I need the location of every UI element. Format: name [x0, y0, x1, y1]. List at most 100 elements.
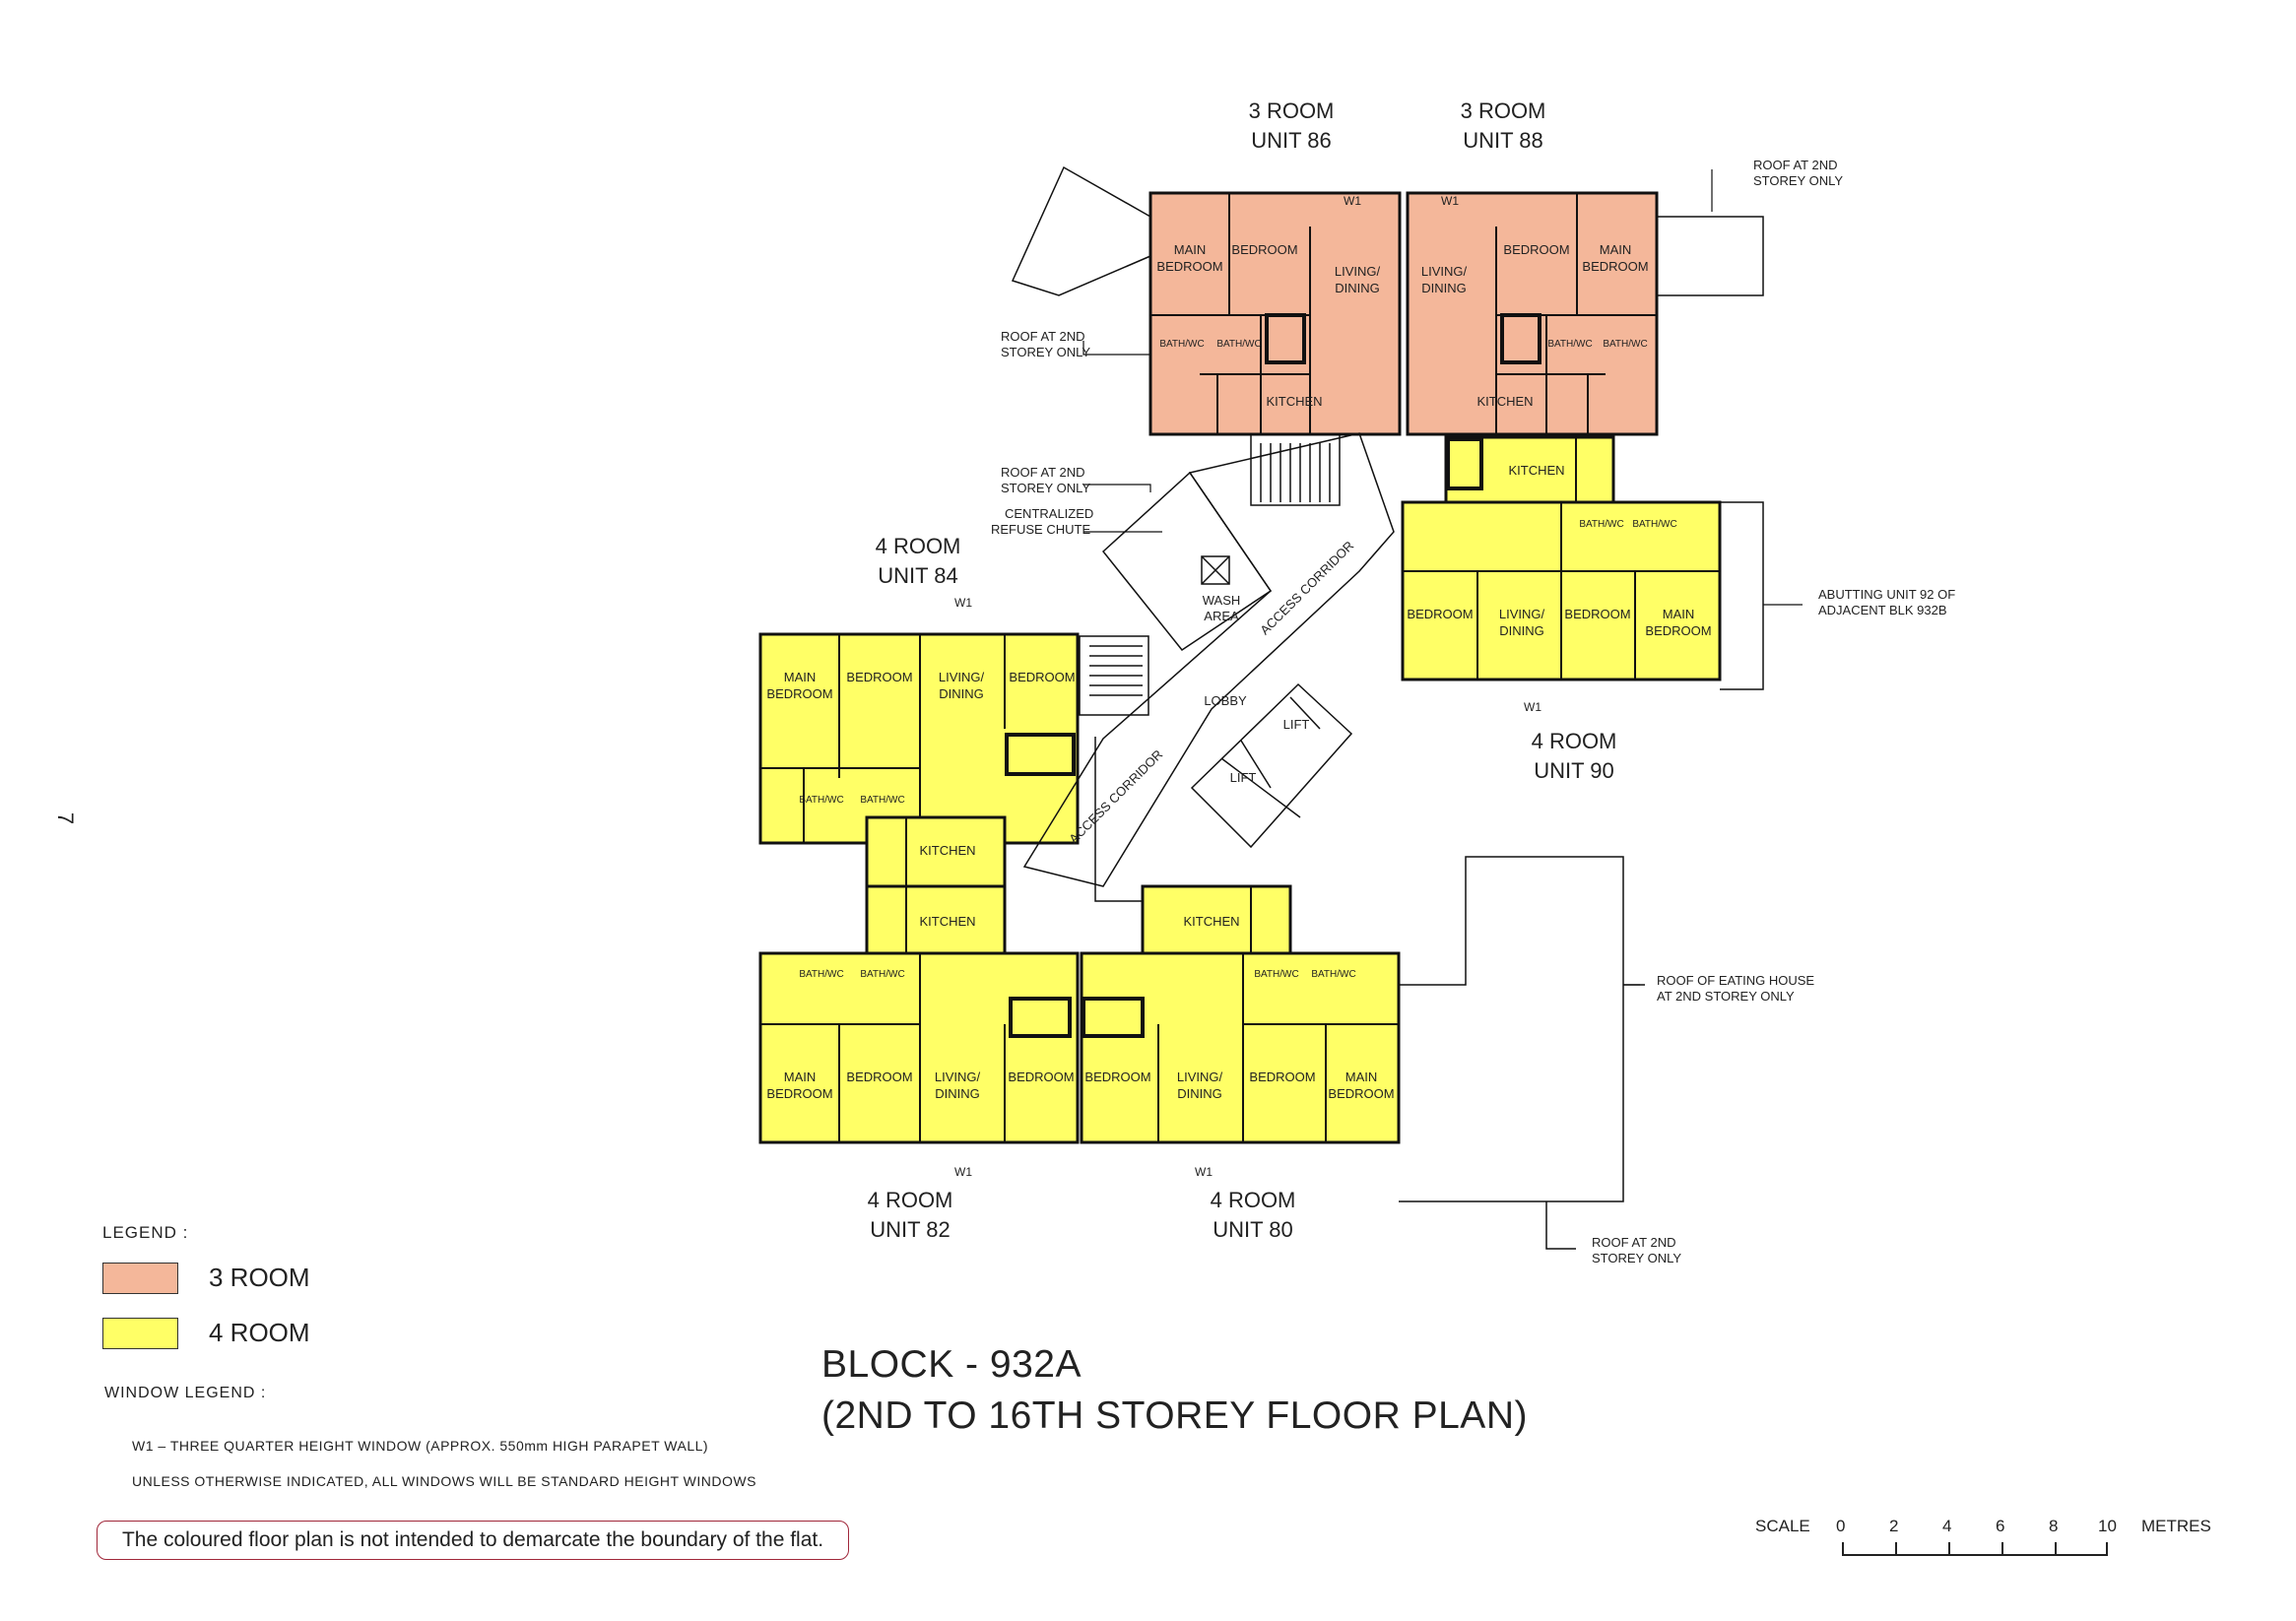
eating-house-roof-outline	[1399, 856, 1645, 1250]
room-bedroom: BEDROOM	[1084, 1070, 1150, 1084]
room-living: LIVING/	[1177, 1070, 1223, 1084]
room-main-bedroom: MAIN	[1663, 607, 1695, 621]
room-kitchen: KITCHEN	[1508, 463, 1564, 478]
scale-tick-label: 0	[1836, 1517, 1846, 1535]
disclaimer-note: The coloured floor plan is not intended …	[97, 1521, 849, 1560]
scale-tick-label: 10	[2098, 1517, 2117, 1535]
unit-88-number: UNIT 88	[1463, 128, 1543, 153]
unit-86-type: 3 ROOM	[1249, 98, 1335, 123]
wash-area-label: AREA	[1204, 609, 1239, 623]
scale-line	[1842, 1554, 2108, 1556]
w1-label: W1	[1344, 194, 1361, 208]
leader-lines	[1082, 169, 1803, 986]
room-kitchen: KITCHEN	[1266, 394, 1322, 409]
room-bath: BATH/WC	[860, 795, 904, 806]
scale-tick	[2106, 1542, 2108, 1556]
lobby-label: LOBBY	[1204, 693, 1247, 708]
room-bedroom: BEDROOM	[1564, 607, 1630, 621]
roof-note-top-right: STOREY ONLY	[1753, 173, 1843, 188]
abutting-note: ABUTTING UNIT 92 OF	[1818, 587, 1955, 602]
roof-note-top-left: ROOF AT 2ND	[1001, 329, 1084, 344]
top-right-roof-outline	[1657, 216, 1764, 296]
unit-84-number: UNIT 84	[878, 563, 958, 588]
room-living: DINING	[1335, 281, 1380, 295]
room-main-bedroom: BEDROOM	[766, 686, 832, 701]
room-kitchen: KITCHEN	[1183, 914, 1239, 929]
w1-label: W1	[1195, 1165, 1213, 1179]
w1-label: W1	[1524, 700, 1542, 714]
room-bedroom: BEDROOM	[1008, 1070, 1074, 1084]
legend-label-3-room: 3 ROOM	[209, 1263, 310, 1292]
room-kitchen: KITCHEN	[1476, 394, 1533, 409]
abutting-note: ADJACENT BLK 932B	[1818, 603, 1947, 617]
unit-82-number: UNIT 82	[870, 1217, 951, 1242]
unit-90-number: UNIT 90	[1534, 758, 1614, 783]
page-number: 7	[53, 811, 79, 825]
room-kitchen: KITCHEN	[919, 843, 975, 858]
roof-note-mid: STOREY ONLY	[1001, 481, 1090, 495]
unit-90-type: 4 ROOM	[1532, 729, 1617, 753]
room-living: DINING	[1421, 281, 1467, 295]
scale-tick-label: 4	[1942, 1517, 1952, 1535]
room-bath: BATH/WC	[1254, 969, 1298, 980]
unit-80-number: UNIT 80	[1213, 1217, 1293, 1242]
unit-84-type: 4 ROOM	[876, 534, 961, 558]
scale-tick-label: 8	[2049, 1517, 2059, 1535]
scale-tick	[1895, 1542, 1897, 1556]
roof-note-mid: ROOF AT 2ND	[1001, 465, 1084, 480]
scale-tick	[1948, 1542, 1950, 1556]
block-title: BLOCK - 932A	[821, 1343, 1082, 1386]
bottom-walls	[760, 886, 1399, 1142]
room-living: LIVING/	[935, 1070, 981, 1084]
lift-label: LIFT	[1230, 770, 1257, 785]
access-corridor-label: ACCESS CORRIDOR	[1066, 746, 1165, 846]
room-bath: BATH/WC	[1216, 339, 1261, 350]
room-bedroom: BEDROOM	[1231, 242, 1297, 257]
room-main-bedroom: BEDROOM	[1582, 259, 1648, 274]
room-bedroom: BEDROOM	[1407, 607, 1473, 621]
room-bedroom: BEDROOM	[1503, 242, 1569, 257]
room-main-bedroom: BEDROOM	[1328, 1086, 1394, 1101]
room-main-bedroom: BEDROOM	[1645, 623, 1711, 638]
room-main-bedroom: MAIN	[784, 1070, 817, 1084]
scale-tick	[2001, 1542, 2003, 1556]
room-bedroom: BEDROOM	[846, 670, 912, 684]
w1-label: W1	[954, 596, 972, 610]
access-corridor	[1022, 432, 1395, 887]
unit-90-walls	[1403, 437, 1720, 680]
block-subtitle: (2ND TO 16TH STOREY FLOOR PLAN)	[821, 1394, 1528, 1437]
room-kitchen: KITCHEN	[919, 914, 975, 929]
unit-80-area	[1080, 884, 1401, 1144]
room-main-bedroom: MAIN	[1600, 242, 1632, 257]
eating-house-note: AT 2ND STOREY ONLY	[1657, 989, 1795, 1004]
top-staircase	[1250, 433, 1341, 506]
room-living: LIVING/	[939, 670, 985, 684]
room-living: LIVING/	[1421, 264, 1468, 279]
scale-tick	[2055, 1542, 2057, 1556]
room-bath: BATH/WC	[1547, 339, 1592, 350]
scale-unit: METRES	[2141, 1517, 2211, 1535]
unit-84-walls	[760, 634, 1076, 843]
corridor-bottom-line	[1094, 737, 1143, 902]
room-bath: BATH/WC	[860, 969, 904, 980]
refuse-chute-label: REFUSE CHUTE	[991, 522, 1090, 537]
room-living: DINING	[1177, 1086, 1222, 1101]
roof-note-bottom: ROOF AT 2ND	[1592, 1235, 1675, 1250]
window-legend-title: WINDOW LEGEND :	[104, 1385, 267, 1401]
wash-area-label: WASH	[1203, 593, 1241, 608]
room-bath: BATH/WC	[1603, 339, 1647, 350]
unit-86-number: UNIT 86	[1251, 128, 1332, 153]
room-living: DINING	[935, 1086, 980, 1101]
eating-house-note: ROOF OF EATING HOUSE	[1657, 973, 1814, 988]
room-bedroom: BEDROOM	[1249, 1070, 1315, 1084]
unit-88-type: 3 ROOM	[1461, 98, 1546, 123]
unit-80-type: 4 ROOM	[1211, 1188, 1296, 1212]
room-bath: BATH/WC	[799, 795, 843, 806]
w1-label: W1	[1441, 194, 1459, 208]
room-main-bedroom: BEDROOM	[766, 1086, 832, 1101]
w1-label: W1	[954, 1165, 972, 1179]
left-kitchens	[865, 815, 1007, 957]
room-main-bedroom: MAIN	[1174, 242, 1207, 257]
left-staircase	[1079, 635, 1149, 716]
room-bath: BATH/WC	[1579, 519, 1623, 530]
